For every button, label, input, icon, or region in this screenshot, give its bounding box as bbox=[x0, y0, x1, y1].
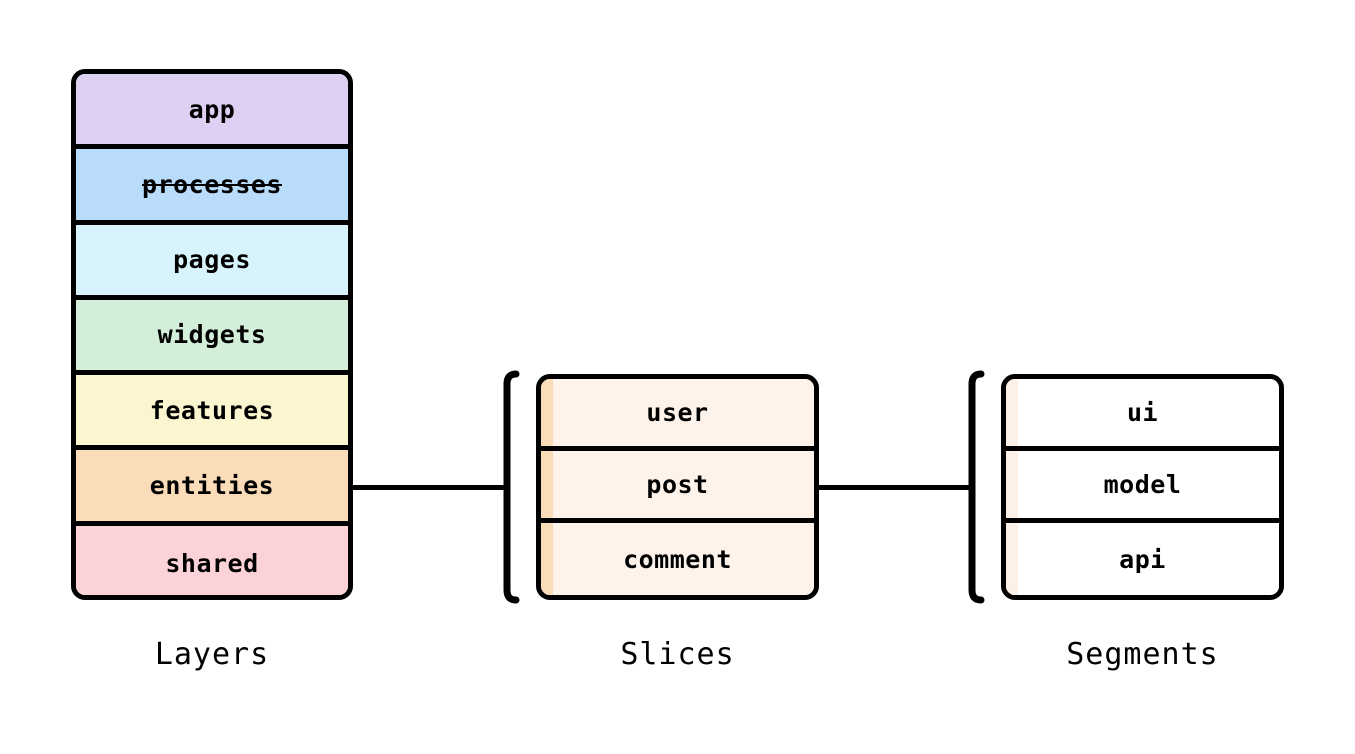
slices-caption: Slices bbox=[620, 637, 735, 672]
segment-row-label: ui bbox=[1126, 398, 1159, 427]
layer-row-label: shared bbox=[165, 548, 259, 578]
slices-bracket bbox=[494, 370, 520, 604]
accent-stripe bbox=[541, 451, 553, 518]
layer-row-features[interactable]: features bbox=[76, 375, 348, 451]
layer-row-pages[interactable]: pages bbox=[76, 224, 348, 300]
segment-row-label: model bbox=[1103, 470, 1182, 499]
layers-stack: app processes pages widgets features entities… bbox=[71, 69, 353, 600]
accent-stripe bbox=[1006, 379, 1018, 446]
layer-row-label: widgets bbox=[157, 320, 267, 350]
layer-row-entities[interactable]: entities bbox=[76, 450, 348, 526]
segments-stack: ui model api bbox=[1001, 374, 1284, 600]
layer-row-widgets[interactable]: widgets bbox=[76, 299, 348, 376]
segment-row-label: api bbox=[1119, 544, 1166, 574]
slice-row-label: comment bbox=[623, 544, 732, 574]
layer-row-label: entities bbox=[149, 470, 275, 500]
segment-row-ui[interactable]: ui bbox=[1006, 379, 1279, 451]
layer-row-shared[interactable]: shared bbox=[76, 525, 348, 595]
slice-row-post[interactable]: post bbox=[541, 451, 814, 523]
layer-row-label: processes bbox=[142, 169, 282, 199]
segment-row-model[interactable]: model bbox=[1006, 451, 1279, 523]
layer-row-label: pages bbox=[173, 245, 251, 275]
accent-stripe bbox=[1006, 451, 1018, 518]
slice-row-user[interactable]: user bbox=[541, 379, 814, 451]
segments-bracket bbox=[959, 370, 985, 604]
slices-stack: user post comment bbox=[536, 374, 819, 600]
layer-row-label: app bbox=[188, 94, 236, 124]
segments-caption: Segments bbox=[1066, 637, 1219, 672]
layers-caption: Layers bbox=[154, 637, 270, 672]
slice-row-label: post bbox=[646, 470, 709, 499]
layer-row-processes[interactable]: processes bbox=[76, 149, 348, 225]
layer-row-app[interactable]: app bbox=[76, 74, 348, 150]
accent-stripe bbox=[1006, 523, 1018, 595]
layer-row-label: features bbox=[149, 395, 275, 425]
connector-slices-to-segments bbox=[819, 485, 970, 490]
accent-stripe bbox=[541, 379, 553, 446]
segment-row-api[interactable]: api bbox=[1006, 523, 1279, 595]
slice-row-label: user bbox=[646, 398, 709, 427]
slice-row-comment[interactable]: comment bbox=[541, 523, 814, 595]
accent-stripe bbox=[541, 523, 553, 595]
connector-layers-to-slices bbox=[353, 485, 505, 490]
